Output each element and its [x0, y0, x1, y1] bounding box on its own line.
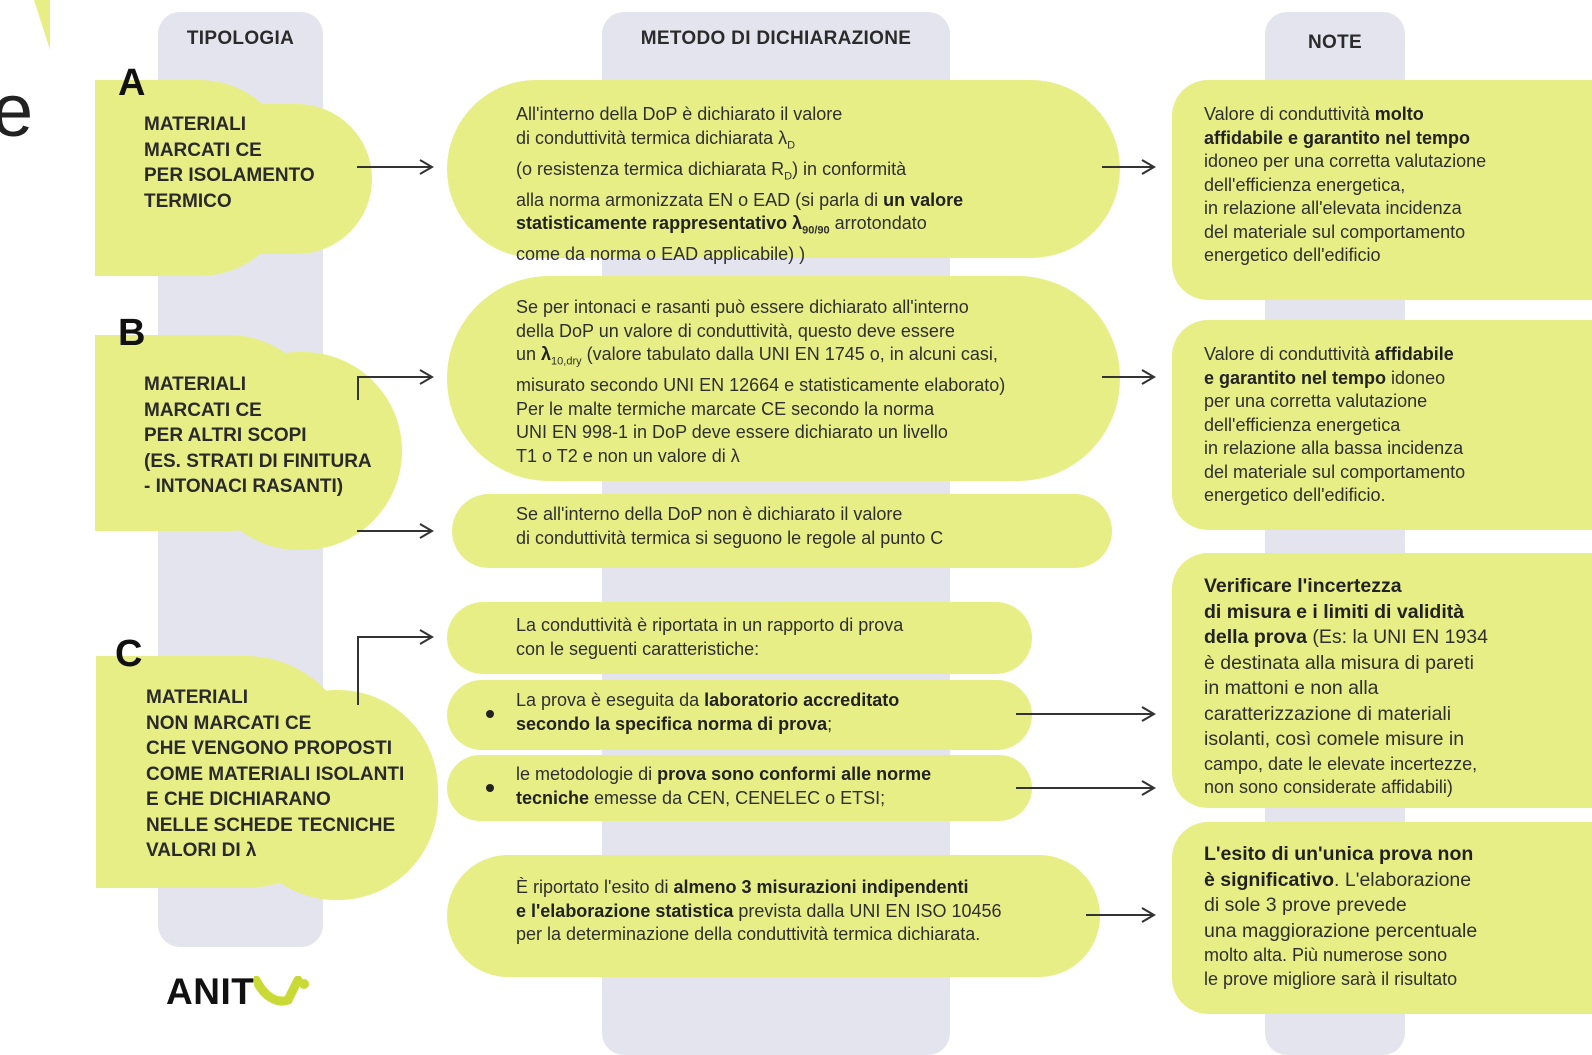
note-a-text: Valore di conduttività molto affidabile … — [1204, 104, 1487, 265]
tipologia-c-label: MATERIALI NON MARCATI CE CHE VENGONO PRO… — [146, 687, 405, 861]
metodo-c3-text: le metodologie di prova sono conformi al… — [516, 764, 932, 808]
metodo-b1-blob — [447, 276, 1120, 481]
metodo-a-text: All'interno della DoP è dichiarato il va… — [516, 104, 964, 265]
metodo-c4-text: È riportato l'esito di almeno 3 misurazi… — [516, 877, 1002, 944]
tipologia-c-letter: C — [115, 633, 143, 675]
metodo-c3-blob — [447, 755, 1032, 821]
tipologia-b-label: MATERIALI MARCATI CE PER ALTRI SCOPI (ES… — [144, 374, 372, 497]
metodo-c2-text: La prova è eseguita da laboratorio accre… — [516, 690, 900, 734]
note-c2-blob — [1172, 822, 1592, 1014]
bullet-icon — [486, 710, 494, 718]
metodo-c4-blob — [447, 855, 1100, 977]
metodo-b2-text: Se all'interno della DoP non è dichiarat… — [516, 504, 944, 548]
note-b-blob — [1172, 320, 1592, 530]
corner-letter: e — [0, 69, 34, 152]
tipologia-a-label: MATERIALI MARCATI CE PER ISOLAMENTO TERM… — [144, 114, 315, 212]
metodo-c1-text: La conduttività è riportata in un rappor… — [516, 615, 904, 659]
note-c1-blob — [1172, 553, 1592, 808]
header-metodo: METODO DI DICHIARAZIONE — [640, 28, 912, 49]
arrow-icon — [357, 369, 434, 400]
anit-logo: ANIT — [166, 971, 255, 1012]
tipologia-b-letter: B — [118, 312, 146, 354]
header-note: NOTE — [1308, 32, 1362, 53]
note-a-blob — [1172, 80, 1592, 300]
corner-triangle-icon — [34, 0, 50, 50]
note-c1-text: Verificare l'incertezza di misura e i li… — [1204, 575, 1488, 797]
header-tipologia: TIPOLOGIA — [186, 28, 295, 49]
metodo-c2-blob — [447, 680, 1032, 750]
anit-logo-icon — [254, 976, 309, 1006]
bullet-icon — [486, 784, 494, 792]
tipologia-a-letter: A — [118, 62, 146, 104]
note-c2-text: L'esito di un'unica prova non è signific… — [1204, 843, 1478, 989]
arrow-icon — [357, 629, 434, 705]
metodo-b1-text: Se per intonaci e rasanti può essere dic… — [516, 297, 1006, 466]
metodo-c1-blob — [447, 602, 1032, 674]
metodo-a-blob — [447, 80, 1120, 258]
note-b-text: Valore di conduttività affidabile e gara… — [1204, 344, 1466, 505]
metodo-b2-blob — [452, 494, 1112, 568]
